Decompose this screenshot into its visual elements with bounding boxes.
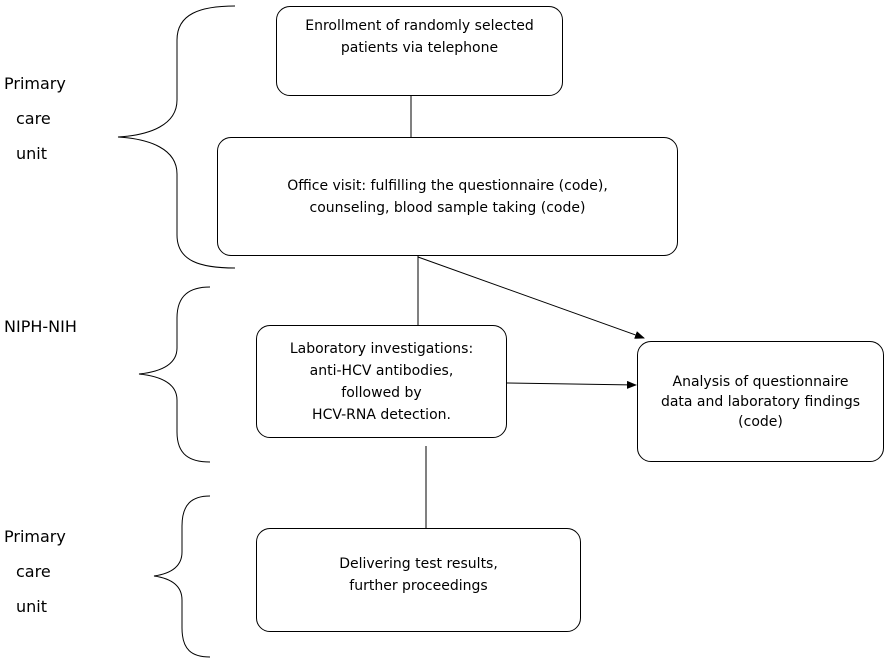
arrow-office-analysis [417,256,645,339]
side-label-line: Primary [4,527,66,546]
box-text-line: Laboratory investigations: [289,340,474,357]
enrollment-box: Enrollment of randomly selected patients… [276,6,563,96]
box-text-line: data and laboratory findings [660,393,861,410]
laboratory-box: Laboratory investigations: anti-HCV anti… [256,325,507,438]
side-label-niph-nih: NIPH-NIH [4,309,77,344]
office-visit-box: Office visit: fulfilling the questionnai… [217,137,678,256]
analysis-box: Analysis of questionnaire data and labor… [637,341,884,462]
side-label-line: unit [16,597,47,616]
box-text-line: Office visit: fulfilling the questionnai… [287,177,608,194]
brace-middle [138,286,211,463]
box-text-line: (code) [738,413,783,430]
side-label-line: care [16,109,51,128]
box-text-line: further proceedings [349,578,488,594]
box-text-line: followed by [341,384,422,401]
box-text-line: Delivering test results, [339,556,498,572]
side-label-line: care [16,562,51,581]
side-label-primary-care-bottom: Primary care unit [4,519,66,624]
box-text-line: anti-HCV antibodies, [309,362,454,379]
box-text-line: Analysis of questionnaire [672,373,849,390]
brace-top [117,5,236,269]
brace-bottom [153,495,211,658]
side-label-primary-care-top: Primary care unit [4,66,66,171]
box-text-line: patients via telephone [340,40,499,56]
arrow-lab-analysis [505,380,637,389]
box-text-line: Enrollment of randomly selected [305,18,534,34]
side-label-line: Primary [4,74,66,93]
side-label-line: NIPH-NIH [4,317,77,336]
side-label-line: unit [16,144,47,163]
box-text-line: counseling, blood sample taking (code) [309,199,586,216]
delivering-box: Delivering test results, further proceed… [256,528,581,632]
box-text-line: HCV-RNA detection. [312,406,451,423]
